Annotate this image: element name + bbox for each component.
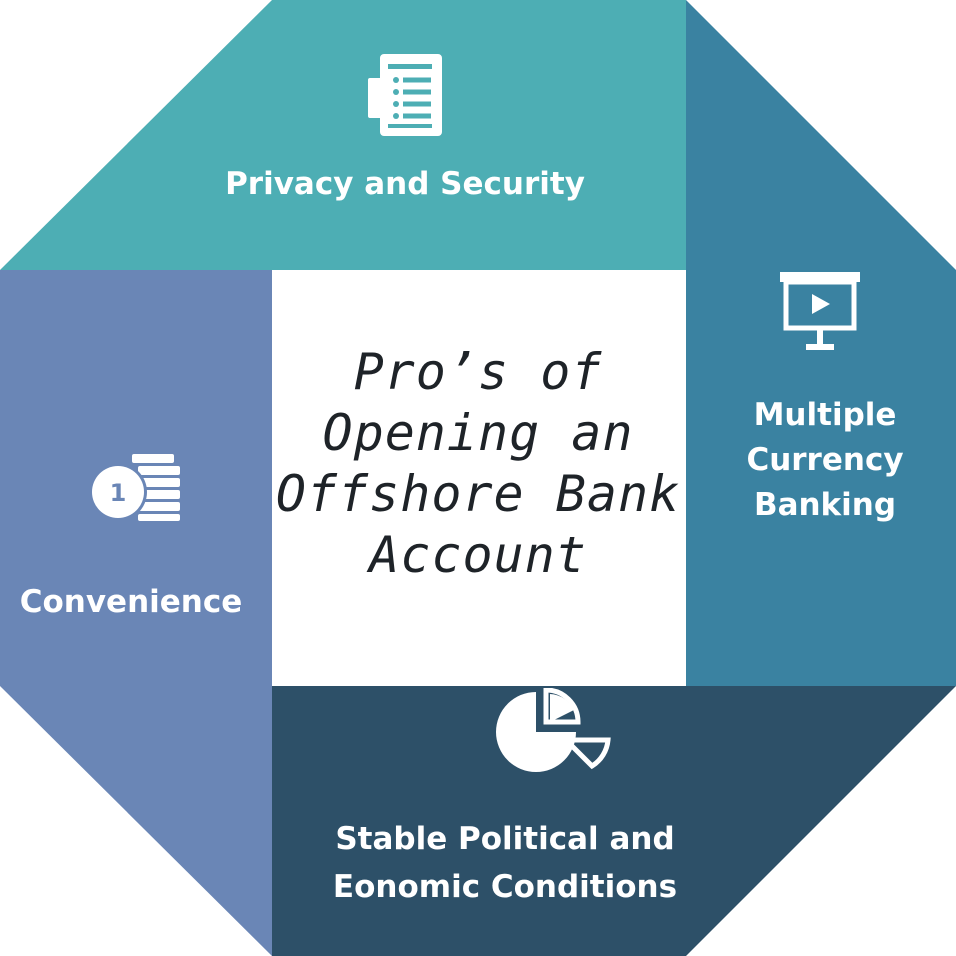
- segment-bottom-line-1: Stable Political and: [335, 821, 675, 857]
- segment-left-bg: [0, 270, 272, 956]
- segment-top-bg: [0, 0, 686, 270]
- presentation-board-icon: [780, 272, 860, 350]
- center-square: [272, 270, 686, 686]
- segment-bottom-label: Stable Political and Eonomic Conditions: [280, 815, 730, 911]
- segment-right-label: Multiple Currency Banking: [700, 393, 950, 528]
- document-list-icon: [368, 54, 442, 136]
- segment-bottom-bg: [272, 686, 956, 956]
- center-title-line-2: Opening an: [322, 404, 634, 462]
- center-title-line-4: Account: [369, 526, 587, 584]
- segment-right-line-2: Currency: [746, 441, 904, 478]
- center-title-line-1: Pro’s of: [353, 343, 603, 401]
- pie-chart-icon: [496, 688, 611, 772]
- segment-right-line-1: Multiple: [753, 397, 897, 433]
- segment-top-label: Privacy and Security: [190, 162, 620, 207]
- svg-text:1: 1: [110, 479, 127, 507]
- center-title-line-3: Offshore Bank: [275, 465, 681, 523]
- segment-top-line-1: Privacy and Security: [225, 166, 585, 202]
- center-title: Pro’s of Opening an Offshore Bank Accoun…: [272, 342, 684, 586]
- coins-stack-icon: 1: [89, 454, 180, 521]
- segment-left-label: Convenience: [0, 580, 262, 625]
- segment-bottom-line-2: Eonomic Conditions: [332, 869, 678, 906]
- segment-right-line-3: Banking: [753, 486, 897, 523]
- segment-left-line-1: Convenience: [19, 584, 243, 620]
